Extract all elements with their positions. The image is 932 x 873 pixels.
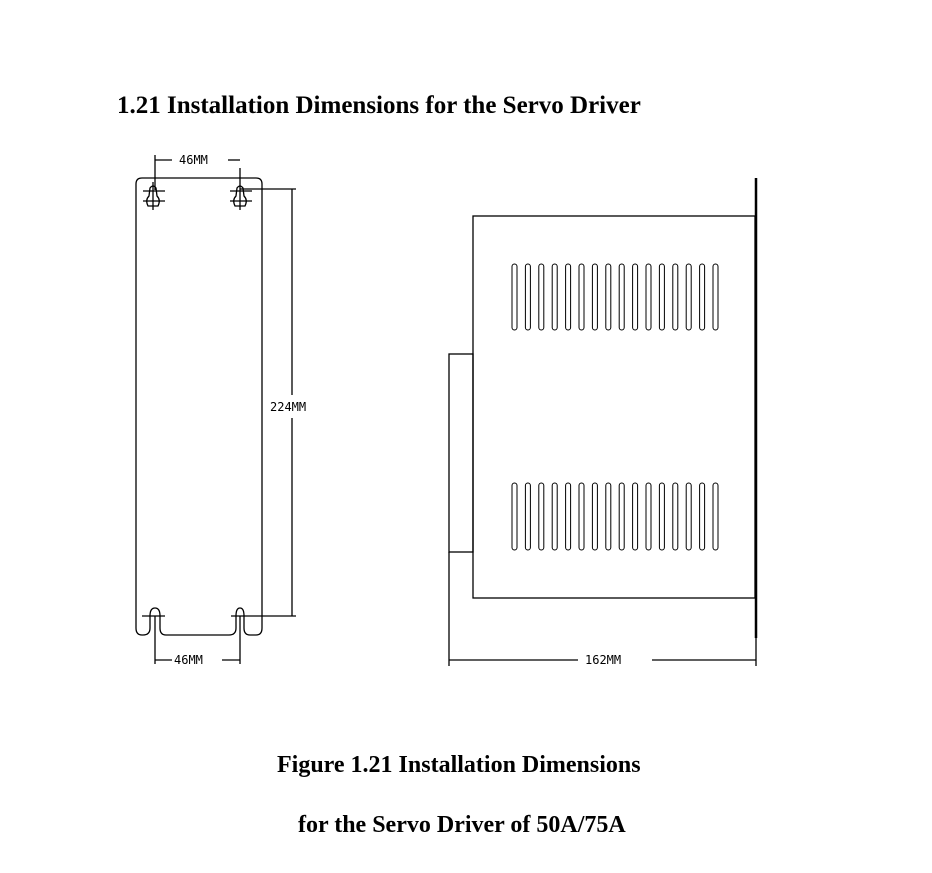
vent-slot: [551, 263, 558, 331]
vent-slots-bottom: [511, 482, 719, 551]
vent-slot: [618, 263, 625, 331]
vent-slot: [591, 482, 598, 551]
vent-slot: [658, 482, 665, 551]
vent-slot: [618, 482, 625, 551]
vent-slot: [524, 263, 531, 331]
section-heading: 1.21 Installation Dimensions for the Ser…: [117, 92, 641, 119]
vent-slot: [605, 263, 612, 331]
vent-slot: [672, 263, 679, 331]
vent-slot: [672, 482, 679, 551]
vent-slot: [685, 482, 692, 551]
vent-slot: [632, 482, 639, 551]
vent-slot: [538, 482, 545, 551]
vent-slot: [578, 482, 585, 551]
dim-height: 224MM: [270, 400, 306, 414]
dim-width-bottom: 46MM: [174, 653, 203, 667]
vent-slot: [591, 263, 598, 331]
dim-depth: 162MM: [585, 653, 621, 667]
vent-slot: [524, 482, 531, 551]
vent-slot: [645, 482, 652, 551]
vent-slot: [565, 263, 572, 331]
vent-slot: [511, 482, 518, 551]
side-view: [448, 178, 758, 666]
vent-slot: [685, 263, 692, 331]
vent-slot: [538, 263, 545, 331]
vent-slot: [578, 263, 585, 331]
vent-slot: [699, 263, 706, 331]
vent-slot: [699, 482, 706, 551]
vent-slot: [632, 263, 639, 331]
vent-slot: [658, 263, 665, 331]
dim-width-top: 46MM: [179, 153, 208, 167]
vent-slot: [605, 482, 612, 551]
front-view: [135, 155, 296, 664]
vent-slot: [712, 263, 719, 331]
figure-caption-line1: Figure 1.21 Installation Dimensions: [277, 752, 641, 778]
vent-slot: [565, 482, 572, 551]
vent-slot: [645, 263, 652, 331]
vent-slot: [511, 263, 518, 331]
figure-caption-line2: for the Servo Driver of 50A/75A: [298, 812, 626, 838]
keyhole-icon: [143, 182, 165, 210]
vent-slot: [551, 482, 558, 551]
vent-slot: [712, 482, 719, 551]
vent-slots-top: [511, 263, 719, 331]
